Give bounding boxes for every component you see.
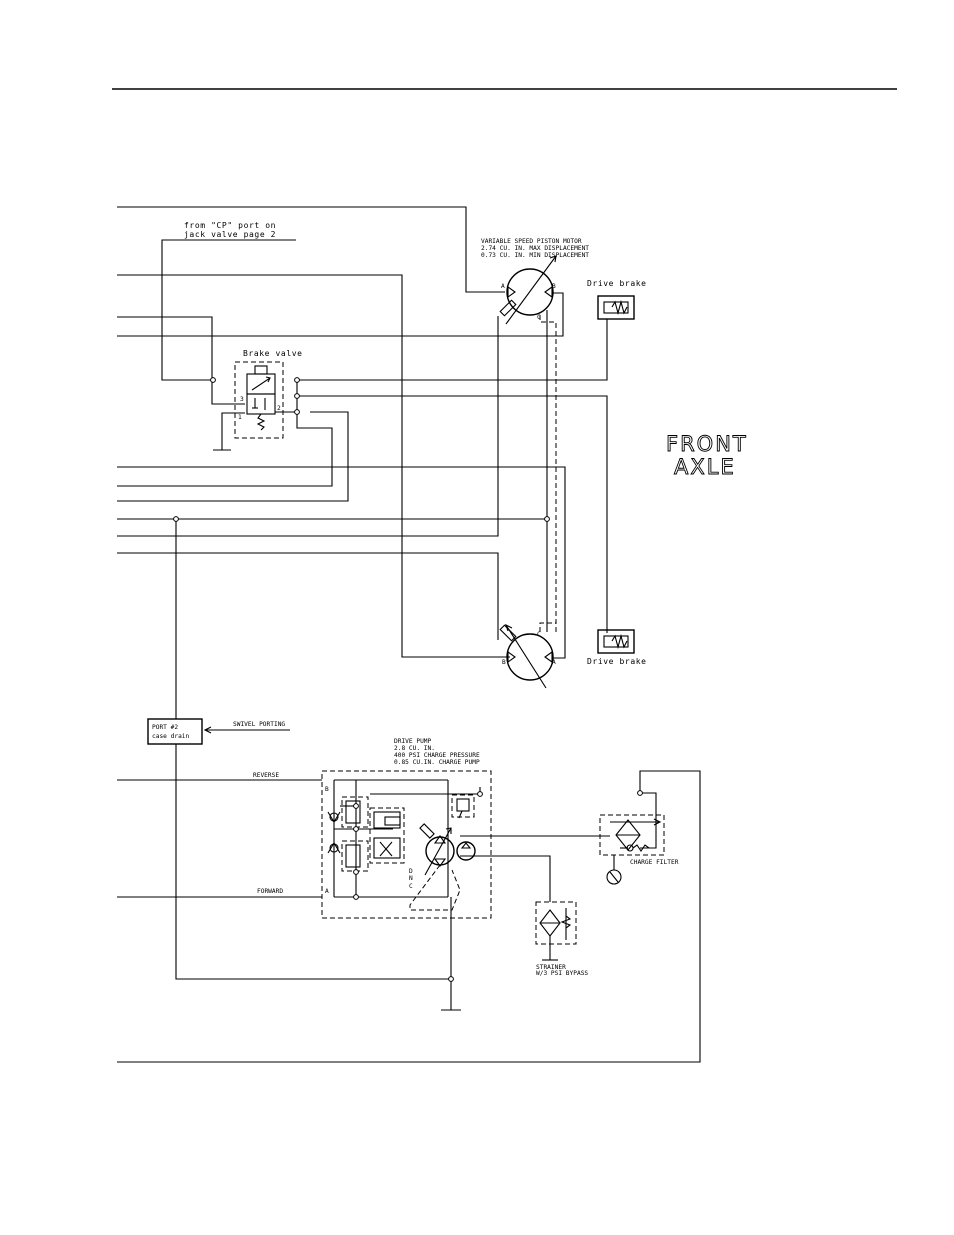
pump-port-d: D [409,868,413,875]
junction-dots [173,377,643,982]
drive-pump [321,770,492,919]
bottom-motor-port-b: B [502,659,506,666]
swivel-label: SWIVEL PORTING [233,721,285,728]
reverse-label: REVERSE [253,772,279,779]
top-motor-port-c: C [537,314,541,321]
pump-port-c: C [409,883,413,890]
drive-brake-bottom [597,629,635,654]
pump-label-4: 0.85 CU.IN. CHARGE PUMP [394,759,480,766]
motor-label-2: 2.74 CU. IN. MAX DISPLACEMENT [481,245,589,252]
cp-from-line2: jack valve page 2 [184,230,276,239]
bottom-motor-port-c: C [537,631,541,638]
pump-label-2: 2.8 CU. IN. [394,745,435,752]
top-motor-port-a: A [501,283,505,290]
port2-label-2: case drain [152,733,190,740]
charge-filter [599,792,665,885]
pump-label-1: DRIVE PUMP [394,738,432,745]
drive-brake-top-label: Drive brake [587,279,647,288]
strainer-label-2: W/3 PSI BYPASS [536,970,588,977]
motor-label-1: VARIABLE SPEED PISTON MOTOR [481,238,582,245]
pump-port-a: A [325,888,329,895]
motor-label-3: 0.73 CU. IN. MIN DISPLACEMENT [481,252,589,259]
hydraulic-lines [117,206,701,1063]
pump-port-b: B [325,786,329,793]
drive-brake-bottom-label: Drive brake [587,657,647,666]
port2-box [147,718,203,745]
strainer [535,901,577,961]
top-piston-motor [499,255,557,632]
forward-label: FORWARD [257,888,283,895]
top-motor-port-b: B [552,283,556,290]
cp-from-line1: from "CP" port on [184,221,276,230]
pump-label-3: 400 PSI CHARGE PRESSURE [394,752,480,759]
drive-brake-top [597,295,635,320]
valve-port-3: 3 [240,396,244,403]
pump-port-n: N [409,875,413,882]
valve-port-2: 2 [277,405,281,412]
axle-label: AXLE [674,455,736,479]
valve-port-1: 1 [238,414,242,421]
bottom-motor-port-a: A [552,659,556,666]
charge-filter-label: CHARGE FILTER [630,859,679,866]
brake-valve-label: Brake valve [243,349,303,358]
bottom-piston-motor [499,622,556,689]
brake-valve [234,361,284,439]
front-label: FRONT [666,432,748,456]
strainer-label-1: STRAINER [536,964,566,971]
port2-label-1: PORT #2 [152,724,178,731]
